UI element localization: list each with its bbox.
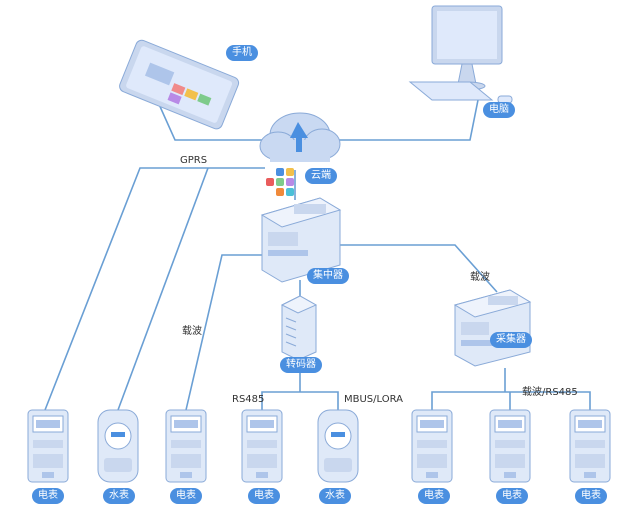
cloud-icon xyxy=(259,112,341,162)
collector-device xyxy=(453,289,532,367)
link-gprs-1 xyxy=(44,167,265,411)
cloud-label: 云端 xyxy=(305,168,337,184)
concentrator-label: 集中器 xyxy=(307,268,349,284)
electric-meter-device xyxy=(411,409,453,483)
mbus-lora-link-label: MBUS/LORA xyxy=(344,394,403,405)
meter-label: 水表 xyxy=(103,488,135,504)
link-concentrator-collector xyxy=(340,244,498,293)
carrier-rs485-link-label: 载波/RS485 xyxy=(522,387,578,398)
gprs-link-label: GPRS xyxy=(180,155,208,166)
electric-meter-device xyxy=(489,409,531,483)
water-meter-device xyxy=(97,409,139,483)
collector-label: 采集器 xyxy=(490,332,532,348)
electric-meter-device xyxy=(27,409,69,483)
meter-label: 水表 xyxy=(319,488,351,504)
link-carrier-rs485 xyxy=(431,391,591,410)
meter-label: 电表 xyxy=(170,488,202,504)
carrier-left-link-label: 载波 xyxy=(182,326,202,337)
meter-label: 电表 xyxy=(248,488,280,504)
meter-label: 电表 xyxy=(32,488,64,504)
meter-label: 电表 xyxy=(418,488,450,504)
water-meter-device xyxy=(317,409,359,483)
rs485-link-label: RS485 xyxy=(232,394,265,405)
link-gprs-2 xyxy=(117,167,209,411)
app-icons-cluster xyxy=(266,168,294,196)
computer-label: 电脑 xyxy=(483,102,515,118)
electric-meter-device xyxy=(569,409,611,483)
electric-meter-device xyxy=(165,409,207,483)
meter-label: 电表 xyxy=(575,488,607,504)
electric-meter-device xyxy=(241,409,283,483)
meters-row xyxy=(27,409,611,483)
concentrator-device xyxy=(260,197,342,283)
link-phone-cloud xyxy=(157,101,262,141)
phone-label: 手机 xyxy=(226,45,258,61)
meter-label: 电表 xyxy=(496,488,528,504)
computer-device xyxy=(408,5,513,104)
transcoder-label: 转码器 xyxy=(280,357,322,373)
link-computer-cloud xyxy=(328,99,479,141)
link-rs485 xyxy=(261,391,339,410)
carrier-right-link-label: 载波 xyxy=(470,272,490,283)
transcoder-device xyxy=(280,295,318,361)
phone-device xyxy=(119,39,240,130)
connection-lines xyxy=(44,99,591,411)
link-carrier-left xyxy=(185,254,262,411)
